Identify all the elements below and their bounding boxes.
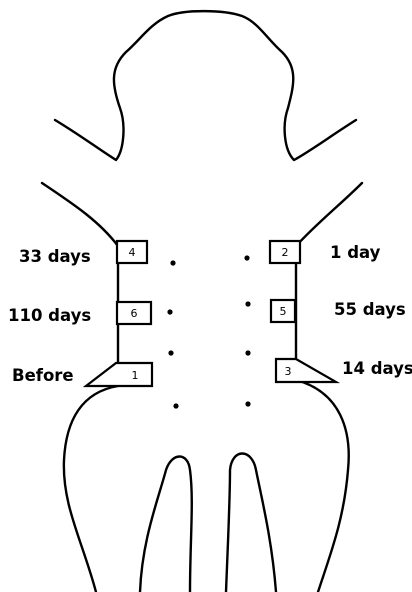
head-outline (55, 11, 356, 160)
left-dot-3 (168, 350, 173, 355)
site-label-4: 33 days (19, 247, 91, 266)
right-dot-3 (245, 350, 250, 355)
right-dot-1 (244, 255, 249, 260)
site-number-5: 5 (280, 305, 287, 318)
left-dot-2 (167, 309, 172, 314)
site-label-3: 14 days (342, 359, 412, 378)
left-dot-1 (170, 260, 175, 265)
left-dot-4 (173, 403, 178, 408)
site-number-2: 2 (282, 246, 289, 259)
site-box-1 (86, 363, 152, 386)
site-number-3: 3 (285, 365, 292, 378)
site-number-4: 4 (129, 246, 136, 259)
site-label-2: 1 day (330, 243, 381, 262)
right-leg-outline (226, 454, 276, 592)
left-body-outline (42, 183, 118, 592)
site-label-1: Before (12, 366, 74, 385)
site-label-5: 55 days (334, 300, 406, 319)
left-leg-outline (140, 457, 192, 592)
site-number-6: 6 (131, 307, 138, 320)
right-dot-4 (245, 401, 250, 406)
site-number-1: 1 (132, 369, 139, 382)
site-label-6: 110 days (8, 306, 91, 325)
right-dot-2 (245, 301, 250, 306)
